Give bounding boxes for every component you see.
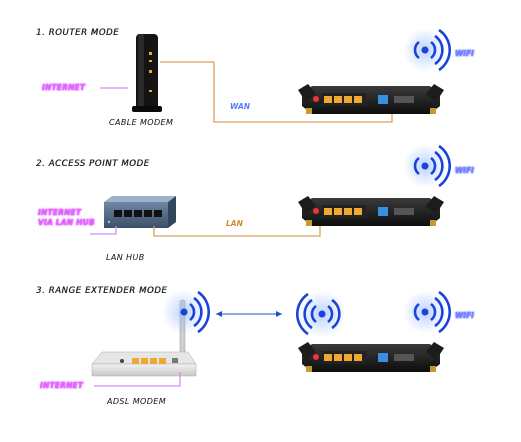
wifi-icon [295, 290, 346, 338]
internet-label: INTERNET [38, 208, 82, 217]
section-router-mode [100, 28, 452, 123]
wifi-label: WIFI [455, 166, 474, 175]
wifi-icon [403, 144, 452, 188]
wireless-link-arrow [216, 311, 282, 317]
internet-label: INTERNET [40, 381, 84, 390]
wifi-icon [162, 290, 211, 334]
cable-modem [132, 34, 162, 112]
internet-line-3 [94, 372, 181, 387]
internet-label: INTERNET [42, 83, 86, 92]
section-title-range-extender-mode: 3. RANGE EXTENDER MODE [36, 286, 168, 296]
section-title-router-mode: 1. ROUTER MODE [36, 28, 120, 38]
router-3 [298, 342, 444, 372]
wifi-icon [403, 290, 452, 334]
lan-hub [104, 196, 176, 228]
internet-line-2 [90, 226, 117, 235]
section-access-point-mode [90, 144, 452, 237]
wifi-icon [403, 28, 452, 72]
router-1 [298, 84, 444, 114]
router-2 [298, 196, 444, 226]
lan-label: LAN [226, 219, 243, 228]
wan-link-line [160, 61, 393, 123]
section-range-extender-mode [91, 290, 452, 387]
adsl-modem-label: ADSL MODEM [107, 397, 167, 406]
wan-label: WAN [230, 102, 251, 111]
wifi-label: WIFI [455, 311, 474, 320]
lan-hub-label: LAN HUB [106, 253, 145, 262]
cable-modem-label: CABLE MODEM [109, 118, 174, 127]
section-title-access-point-mode: 2. ACCESS POINT MODE [36, 159, 150, 169]
lan-link-line [153, 226, 321, 237]
internet-via-hub-label: VIA LAN HUB [38, 218, 95, 227]
wifi-label: WIFI [455, 49, 474, 58]
